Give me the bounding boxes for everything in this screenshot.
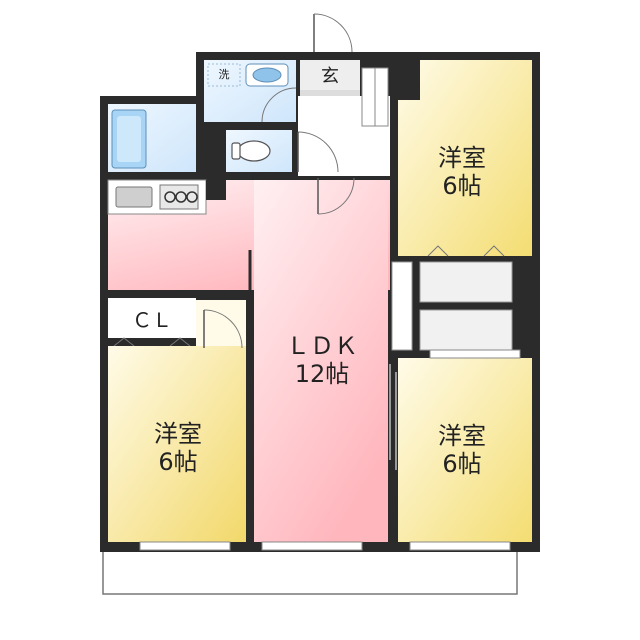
bedroom-left <box>108 346 246 542</box>
storage-lower <box>419 309 513 351</box>
closet-door <box>169 337 191 347</box>
toilet-icon <box>237 140 271 162</box>
closet-door <box>427 245 449 257</box>
ldk-door-swing <box>317 177 355 215</box>
bedroom-bottom-right-size: 6帖 <box>442 450 481 478</box>
window <box>429 349 521 359</box>
ldk-room <box>254 180 388 542</box>
upper-left-notch <box>100 52 196 96</box>
toilet-door-swing <box>297 131 339 173</box>
burner-icon <box>175 191 187 203</box>
washbasin-bowl <box>252 67 282 83</box>
bedroom-left-name: 洋室 <box>154 420 202 448</box>
washing-machine-area <box>207 63 241 87</box>
entrance-door-swing <box>313 13 353 53</box>
closet <box>108 298 196 338</box>
bedroom-bottom-right-name: 洋室 <box>438 422 486 450</box>
window <box>139 541 231 551</box>
bedroom-bottom-right <box>398 358 532 542</box>
window <box>409 541 511 551</box>
entrance-label: 玄 <box>321 66 339 87</box>
sink <box>115 186 153 208</box>
bedroom-top-right-size: 6帖 <box>442 172 481 200</box>
washroom-door-swing <box>261 87 297 123</box>
stove <box>159 184 199 210</box>
ldk-name: ＬＤＫ <box>286 332 358 360</box>
washroom-label: 洗 <box>219 68 230 81</box>
ldk-size: 12帖 <box>295 360 350 388</box>
bedroom-left-door-swing <box>203 309 243 349</box>
balcony <box>102 547 518 595</box>
hall-closet <box>391 261 413 351</box>
bedroom-top-right-name: 洋室 <box>438 144 486 172</box>
burner-icon <box>164 191 176 203</box>
entrance <box>300 60 360 90</box>
bedroom-top-right <box>398 60 532 256</box>
closet-door <box>113 337 135 347</box>
storage-upper <box>419 261 513 303</box>
closet-label: ＣＬ <box>132 308 172 332</box>
bathtub-inner <box>117 116 141 162</box>
entrance-step <box>300 90 360 96</box>
closet-door <box>483 245 505 257</box>
burner-icon <box>186 191 198 203</box>
window <box>261 541 363 551</box>
bedroom-left-size: 6帖 <box>158 448 197 476</box>
